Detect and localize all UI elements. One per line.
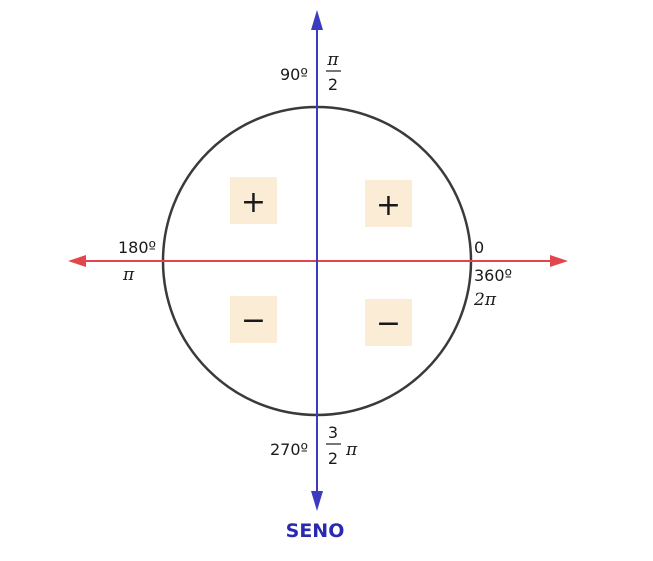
label-90-rad-denominator: 2	[328, 75, 338, 94]
label-360-rad: 2π	[473, 290, 497, 310]
quadrant-1-box	[365, 180, 412, 227]
label-180-degrees: 180º	[118, 238, 156, 257]
horizontal-axis-right-arrow	[550, 255, 568, 267]
quadrant-2-box	[230, 177, 277, 224]
label-0-degrees: 0	[474, 238, 484, 257]
label-270-rad-denominator: 2	[328, 449, 338, 468]
quadrant-4-sign: −	[376, 306, 401, 341]
vertical-axis-top-arrow	[311, 10, 323, 30]
label-180-rad: π	[122, 265, 135, 285]
quadrant-4-box	[365, 299, 412, 346]
quadrant-3-sign: −	[241, 303, 266, 338]
quadrant-3-box	[230, 296, 277, 343]
label-270-degrees: 270º	[270, 440, 308, 459]
horizontal-axis-left-arrow	[68, 255, 86, 267]
diagram-title: SENO	[286, 520, 345, 542]
vertical-axis-bottom-arrow	[311, 491, 323, 511]
label-270-rad-numerator: 3	[328, 423, 338, 442]
label-270-rad-pi: π	[345, 440, 358, 460]
label-360-degrees: 360º	[474, 266, 512, 285]
quadrant-2-sign: +	[241, 185, 266, 220]
label-90-degrees: 90º	[280, 65, 308, 84]
label-90-rad-numerator: π	[326, 50, 339, 70]
quadrant-1-sign: +	[376, 188, 401, 223]
